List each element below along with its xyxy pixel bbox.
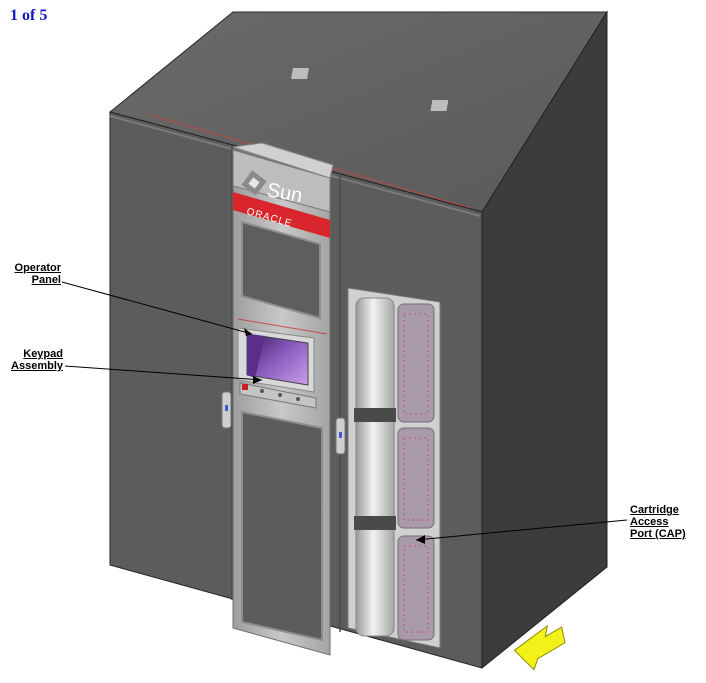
cap-magazine-2: [397, 427, 435, 529]
cap-cylinder: [355, 297, 395, 637]
cap-callout: Cartridge Access Port (CAP): [630, 504, 686, 540]
page-counter: 1 of 5: [10, 7, 48, 24]
front-direction-arrow-icon: [513, 624, 566, 671]
callout-line: Cartridge: [630, 504, 679, 516]
keypad-assembly: [239, 382, 317, 409]
top-vent-1: [291, 68, 310, 79]
keypad-assembly-callout: Keypad Assembly: [11, 348, 63, 372]
callout-line: Operator: [14, 262, 61, 274]
callout-line: Port (CAP): [630, 528, 686, 540]
callout-leaders: [61, 281, 628, 541]
lower-door-window: [241, 410, 323, 642]
oracle-band: [233, 192, 330, 238]
callout-line: Access: [630, 516, 669, 528]
cap-magazines: [397, 303, 435, 641]
callout-line: Panel: [31, 274, 61, 286]
callout-line: Assembly: [11, 360, 63, 372]
operator-panel-callout: Operator Panel: [15, 262, 61, 286]
keypad-red-button: [242, 384, 248, 390]
cap-magazine-1: [397, 303, 435, 423]
callout-line: Keypad: [23, 348, 63, 360]
cap-magazine-3: [397, 535, 435, 641]
top-vent-2: [430, 100, 449, 111]
sun-logo-icon: [241, 170, 267, 196]
upper-door-window: [241, 220, 321, 320]
logo-header: [232, 149, 331, 213]
